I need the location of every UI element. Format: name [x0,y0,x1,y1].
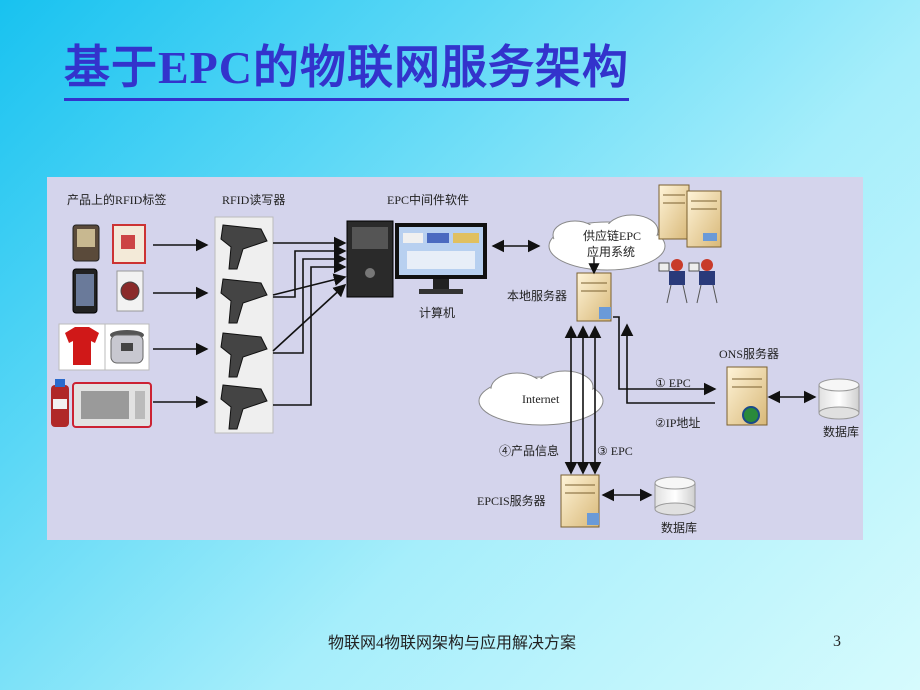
ons-server-icon [726,366,768,426]
epcis-server-icon [560,474,600,528]
server-icon [686,190,722,248]
readers-label: RFID读写器 [222,193,285,207]
computer-icon [346,220,487,298]
cup-product-icon [112,224,146,264]
ons-database-label: 数据库 [823,424,859,439]
user-icon [688,259,718,304]
local-server-icon [576,272,612,322]
rfid-reader-icon [220,384,268,430]
watch-product-icon [116,270,144,312]
smartphone-product-icon [72,268,98,314]
local-server-label: 本地服务器 [507,288,567,303]
tags-label: 产品上的RFID标签 [67,192,166,207]
shirt-product-icon [58,323,106,371]
computer-label: 计算机 [419,305,455,320]
epc-architecture-diagram: 产品上的RFID标签 RFID读写器 EPC中间件软件 [47,177,863,540]
phone-product-icon [72,224,100,262]
microwave-product-icon [72,382,152,428]
slide-footer: 物联网4物联网架构与应用解决方案 [328,635,577,652]
page-number: 3 [833,633,841,650]
rfid-reader-icon [220,278,268,324]
supply-chain-label-1: 供应链EPC [583,228,641,243]
step2-label: ②IP地址 [655,416,700,430]
rfid-reader-icon [220,332,268,378]
rfid-reader-icon [220,224,268,270]
user-icon [658,259,688,304]
middleware-label: EPC中间件软件 [387,192,469,207]
internet-label: Internet [522,392,560,406]
supply-chain-label-2: 应用系统 [587,244,635,259]
ons-database-icon [818,378,860,420]
ons-server-label: ONS服务器 [719,346,779,361]
step3-label: ③ EPC [597,444,633,458]
epcis-database-label: 数据库 [661,520,697,535]
slide-title: 基于EPC的物联网服务架构 [64,40,629,101]
bottle-product-icon [51,379,69,427]
step1-label: ① EPC [655,376,691,390]
server-icon [658,184,690,240]
supply-chain-cloud [548,214,666,271]
epcis-server-label: EPCIS服务器 [477,493,546,508]
step4-label: ④产品信息 [499,443,559,458]
pressure-cooker-product-icon [104,323,150,371]
epcis-database-icon [654,476,696,516]
